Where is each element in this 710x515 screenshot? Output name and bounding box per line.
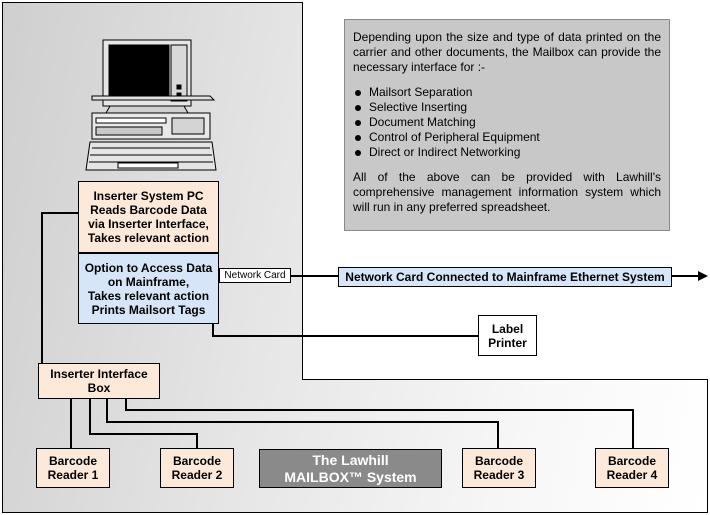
wire-set	[41, 212, 700, 448]
info-intro: Depending upon the size and type of data…	[353, 30, 661, 74]
reader2-wire	[89, 398, 198, 448]
info-item: Control of Peripheral Equipment	[353, 130, 661, 145]
barcode-reader-1: Barcode Reader 1	[36, 448, 110, 488]
info-item: Mailsort Separation	[353, 85, 661, 100]
info-item: Document Matching	[353, 115, 661, 130]
barcode-reader-2: Barcode Reader 2	[160, 448, 234, 488]
network-connection-box: Network Card Connected to Mainframe Ethe…	[338, 267, 672, 287]
info-item: Selective Inserting	[353, 100, 661, 115]
info-list: Mailsort Separation Selective Inserting …	[353, 85, 661, 160]
printer-wire	[212, 322, 478, 337]
barcode-reader-4: Barcode Reader 4	[595, 448, 669, 488]
network-card-label: Network Card	[219, 268, 291, 283]
info-item: Direct or Indirect Networking	[353, 145, 661, 160]
reader4-wire	[125, 398, 634, 448]
inserter-interface-box: Inserter Interface Box	[38, 363, 160, 399]
mainframe-box: Option to Access Data on Mainframe, Take…	[78, 253, 219, 324]
arrow-head-icon	[698, 271, 708, 281]
system-title: The Lawhill MAILBOX™ System	[259, 449, 442, 488]
label-printer-box: Label Printer	[478, 315, 537, 356]
reader3-wire	[106, 398, 499, 448]
pc-box: Inserter System PC Reads Barcode Data vi…	[78, 181, 219, 253]
barcode-reader-3: Barcode Reader 3	[462, 448, 536, 488]
info-panel: Depending upon the size and type of data…	[344, 19, 670, 231]
computer-icon	[85, 39, 217, 171]
pc-to-interface-wire	[41, 212, 78, 363]
info-footer: All of the above can be provided with La…	[353, 170, 661, 214]
